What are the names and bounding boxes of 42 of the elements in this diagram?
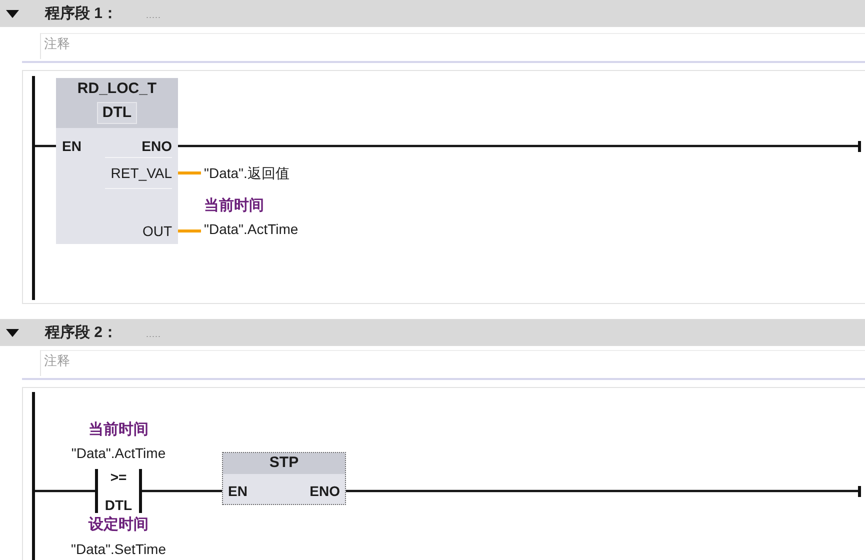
comparison-contact <box>95 469 142 513</box>
power-rail <box>32 76 35 300</box>
pin-label: OUT <box>142 222 172 240</box>
function-block <box>56 78 178 244</box>
section-header <box>0 0 865 27</box>
power-rail <box>32 392 35 560</box>
block-title: STP <box>269 454 299 472</box>
block-title: RD_LOC_T <box>77 80 157 98</box>
operand-label: "Data".ActTime <box>204 220 298 238</box>
data-type-tag: DTL <box>97 102 137 124</box>
symbol-comment: 当前时间 <box>88 421 148 439</box>
pin-label: RET_VAL <box>110 164 172 182</box>
data-type-label: DTL <box>104 496 132 514</box>
title-field: ..... <box>146 325 162 343</box>
pin-label: ENO <box>310 482 340 500</box>
symbol-comment: 当前时间 <box>204 197 264 215</box>
rung-end-mark <box>858 141 861 152</box>
function-block <box>222 452 346 505</box>
network-panel <box>22 70 865 304</box>
rung-line <box>346 490 858 492</box>
operand-label: "Data".返回值 <box>201 163 326 183</box>
operand-label: "Data".ActTime <box>71 444 166 462</box>
rung-line <box>142 490 222 492</box>
pin-label: ENO <box>142 137 172 155</box>
comment-field: 注释 <box>40 350 865 376</box>
pin-label: EN <box>62 137 82 155</box>
network-panel <box>22 387 865 560</box>
section-title: 程序段 2： <box>45 324 118 342</box>
rung-line <box>35 490 95 492</box>
section-title: 程序段 1： <box>45 5 118 23</box>
title-field: ..... <box>146 6 162 24</box>
comment-field: 注释 <box>40 33 865 59</box>
operand-label: "Data".SetTime <box>71 540 166 558</box>
symbol-comment: 设定时间 <box>88 516 148 534</box>
section-header <box>0 319 865 346</box>
pin-label: EN <box>228 482 248 500</box>
rung-line <box>35 144 56 148</box>
comparison-operator: >= <box>110 468 127 486</box>
connection-line <box>178 230 201 232</box>
connection-line <box>178 172 201 174</box>
rung-end-mark <box>858 486 861 497</box>
rung-line <box>178 144 858 148</box>
